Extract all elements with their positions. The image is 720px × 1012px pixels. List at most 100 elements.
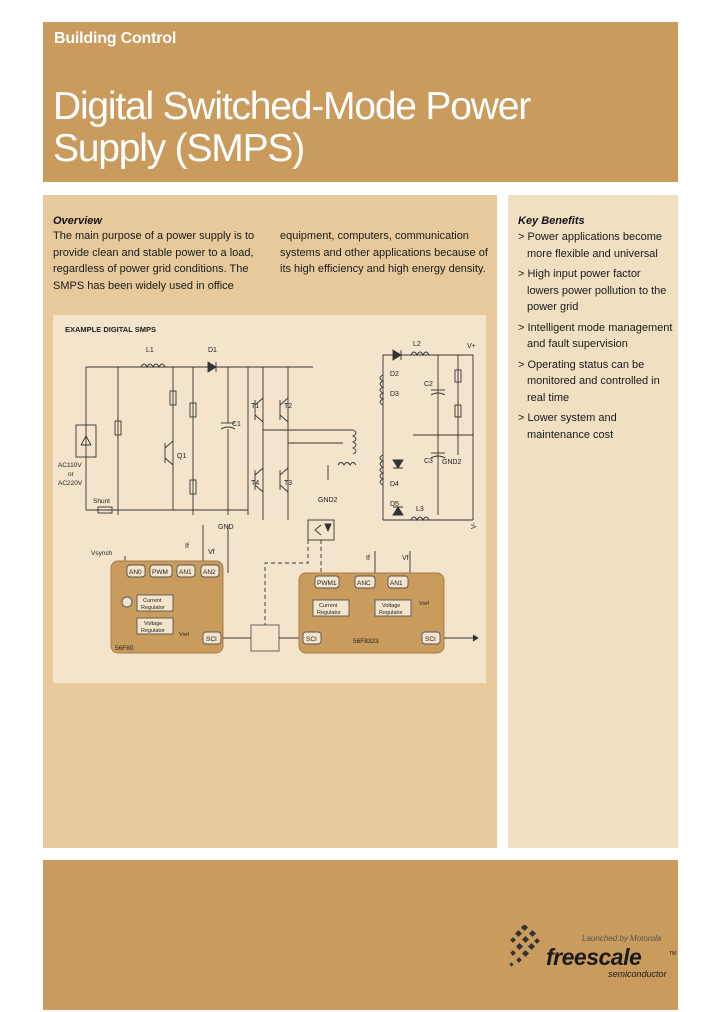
current-regulator-label: Regulator xyxy=(141,605,165,611)
transformer xyxy=(351,429,357,455)
pin-label-an2: AN2 xyxy=(203,569,216,576)
overview-column-2: equipment, computers, communication syst… xyxy=(280,228,495,278)
diode-d2 xyxy=(392,349,402,361)
smps-diagram: EXAMPLE DIGITAL SMPS xyxy=(53,315,486,683)
voltage-regulator-label: Voltage xyxy=(382,603,400,609)
label-gnd2-center: GND2 xyxy=(318,497,338,504)
page-title: Digital Switched-Mode Power Supply (SMPS… xyxy=(53,85,531,170)
label-t3: T3 xyxy=(284,480,292,487)
label-l2: L2 xyxy=(413,341,421,348)
inductor-l3 xyxy=(410,516,430,522)
pin-label-an1: AN1 xyxy=(179,569,192,576)
overview-line: provide clean and stable power to a load… xyxy=(53,246,254,259)
resistor xyxy=(454,369,462,383)
logo-subtitle: semiconductor xyxy=(608,969,667,979)
label-q1: Q1 xyxy=(177,453,186,460)
main-panel: Overview The main purpose of a power sup… xyxy=(43,195,497,848)
benefit-item: > High input power factor lowers power p… xyxy=(518,266,674,316)
label-ac220v: AC220V xyxy=(58,480,83,487)
category-label: Building Control xyxy=(54,30,177,47)
label-d3: D3 xyxy=(390,391,399,398)
isolator xyxy=(250,624,280,652)
diagram-caption: EXAMPLE DIGITAL SMPS xyxy=(65,325,156,334)
diode-d1 xyxy=(207,361,217,373)
pin-label-an0: AN0 xyxy=(129,569,142,576)
overview-line: The main purpose of a power supply is to xyxy=(53,230,255,242)
benefit-text: > Lower system and xyxy=(518,412,617,424)
resistor xyxy=(114,420,122,436)
logo-wordmark: freescale xyxy=(546,944,642,970)
pin-label-anc: ANC xyxy=(357,580,371,587)
benefits-list: > Power applications become more flexibl… xyxy=(518,229,674,447)
voltage-regulator-label: Regulator xyxy=(379,610,403,616)
label-c3: C3 xyxy=(424,458,433,465)
voltage-regulator-label: Voltage xyxy=(144,621,162,627)
label-vsynch: Vsynch xyxy=(91,550,113,557)
shunt-resistor xyxy=(97,506,113,514)
title-line-2: Supply (SMPS) xyxy=(53,127,305,170)
pin-label-pwm: PWM xyxy=(152,569,168,576)
label-c1: C1 xyxy=(232,421,241,428)
benefit-text: more flexible and universal xyxy=(527,247,658,260)
label-vf-left: Vf xyxy=(208,549,215,556)
summing-node xyxy=(121,596,133,608)
label-t4: T4 xyxy=(251,480,259,487)
circuit-schematic: L1 D1 Q1 C1 T1 T2 T3 T4 L2 D2 D3 C2 C3 D… xyxy=(58,341,479,654)
label-vf-right: Vf xyxy=(402,555,409,562)
key-benefits-heading: Key Benefits xyxy=(518,215,585,227)
title-line-1: Digital Switched-Mode Power xyxy=(53,85,531,128)
sci-label-right: SCI xyxy=(425,636,436,643)
resistor xyxy=(454,404,462,418)
trademark: TM xyxy=(669,951,677,957)
benefit-text: > Power applications become xyxy=(518,231,662,243)
footer-band xyxy=(43,860,678,1010)
benefit-text: and fault supervision xyxy=(527,338,628,350)
right-chip xyxy=(298,572,445,654)
label-ac110v: AC110V xyxy=(58,462,82,469)
key-benefits-panel: Key Benefits > Power applications become… xyxy=(508,195,678,848)
benefit-item: > Operating status can be monitored and … xyxy=(518,357,674,407)
voltage-regulator-label: Regulator xyxy=(141,628,165,634)
pin-sci xyxy=(202,631,222,645)
overview-line: regardless of power grid conditions. The xyxy=(53,263,249,275)
label-if-left: If xyxy=(185,543,189,550)
current-regulator-label: Current xyxy=(143,598,162,604)
inductor-l2 xyxy=(410,351,430,357)
pin-an1 xyxy=(176,564,196,578)
resistor xyxy=(189,402,197,418)
diode-d4 xyxy=(392,459,404,469)
current-regulator-label: Regulator xyxy=(317,610,341,616)
benefit-text: power grid xyxy=(527,301,579,313)
pin-label-an1: AN1 xyxy=(390,580,403,587)
sci-label-left: SCI xyxy=(306,636,317,643)
pin-an0 xyxy=(126,564,146,578)
resistor xyxy=(189,479,197,495)
resistor xyxy=(169,390,177,406)
logo-tagline: Launched by Motorola xyxy=(582,934,662,943)
overview-line: SMPS has been widely used in office xyxy=(53,279,234,292)
pin-pwm xyxy=(149,564,173,578)
benefit-item: > Intelligent mode management and fault … xyxy=(518,320,674,353)
overview-column-1: The main purpose of a power supply is to… xyxy=(53,228,278,294)
overview-line: equipment, computers, communication xyxy=(280,230,469,242)
overview-line: its high efficiency and high energy dens… xyxy=(280,263,486,275)
label-d5: D5 xyxy=(390,501,399,508)
label-d2: D2 xyxy=(390,371,399,378)
label-l3: L3 xyxy=(416,506,424,513)
pin-anc xyxy=(354,575,376,589)
inductor-l1 xyxy=(140,363,166,369)
label-or: or xyxy=(68,471,75,478)
benefit-text: monitored and controlled in xyxy=(527,375,660,387)
vref-label: Vref xyxy=(419,601,429,607)
label-gnd: GND xyxy=(218,524,234,531)
label-shunt: Shunt xyxy=(93,498,110,505)
benefit-text: real time xyxy=(527,391,570,404)
label-c2: C2 xyxy=(424,381,433,388)
pin-sci-right xyxy=(421,631,441,645)
label-vminus: V- xyxy=(471,522,478,529)
label-t2: T2 xyxy=(284,403,292,410)
current-regulator-label: Current xyxy=(319,603,338,609)
voltage-regulator-box xyxy=(136,617,174,635)
overview-heading: Overview xyxy=(53,215,102,227)
label-if-right: If xyxy=(366,555,370,562)
